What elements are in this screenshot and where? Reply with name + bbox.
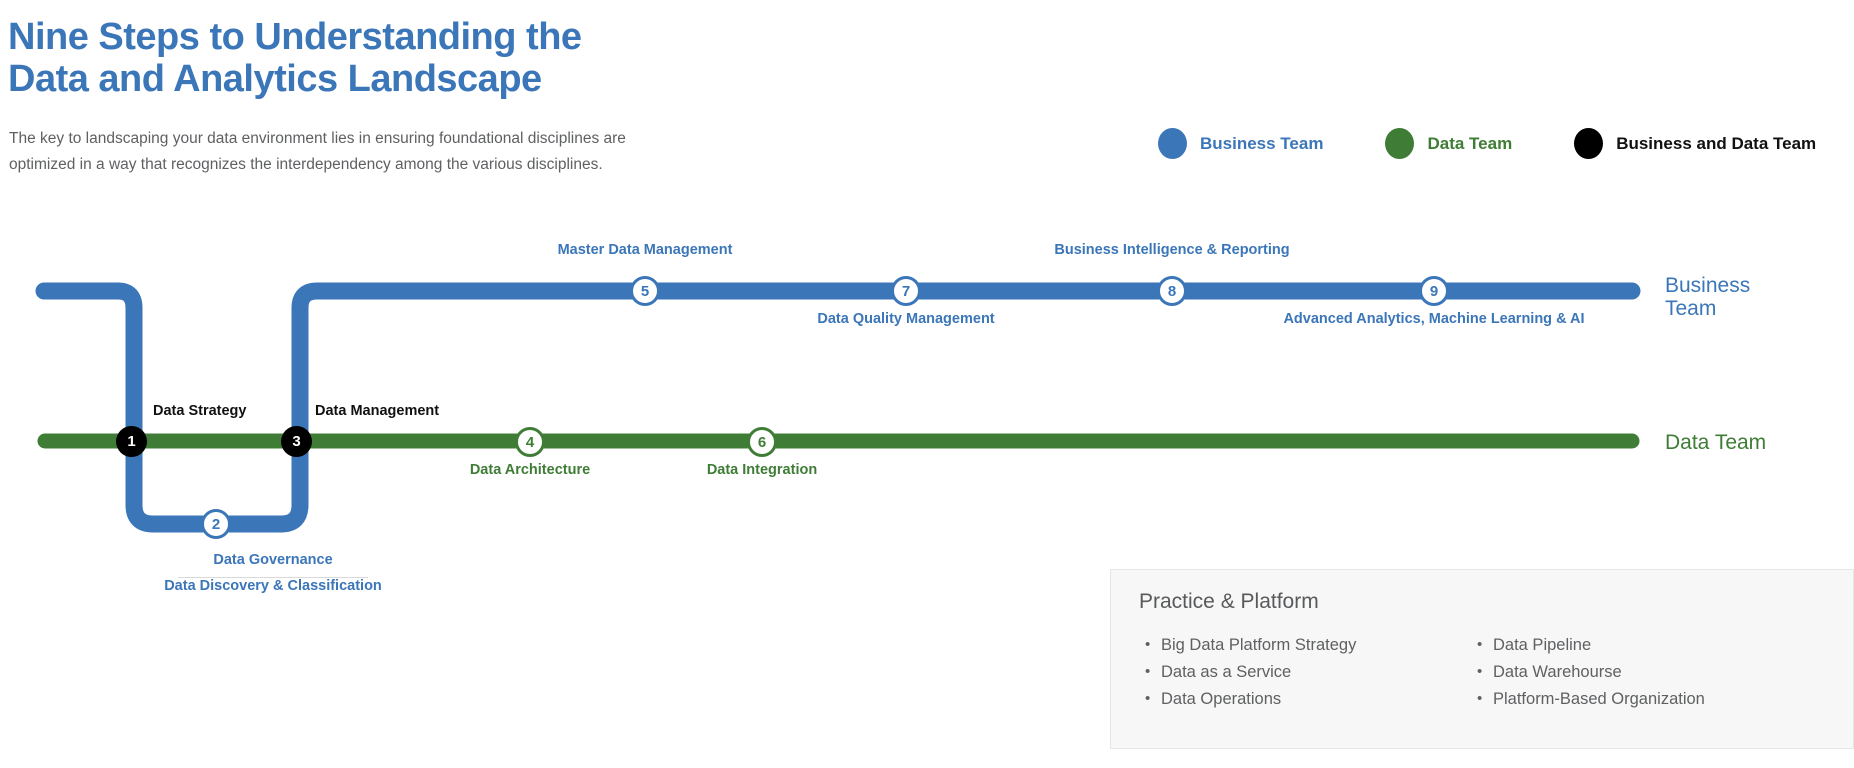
legend-label-business-and-data-team: Business and Data Team	[1616, 133, 1817, 153]
step-node-3[interactable]: 3	[281, 426, 312, 457]
step-node-9[interactable]: 9	[1419, 276, 1449, 306]
step-node-7[interactable]: 7	[891, 276, 921, 306]
panel-column-left: Big Data Platform Strategy Data as a Ser…	[1139, 631, 1471, 713]
step-label-5: Master Data Management	[557, 242, 733, 258]
step-label-3: Data Management	[315, 403, 440, 419]
panel-columns: Big Data Platform Strategy Data as a Ser…	[1139, 631, 1803, 713]
legend-dot-green-icon	[1385, 128, 1415, 159]
page-title: Nine Steps to Understanding the Data and…	[8, 16, 582, 100]
list-item: Data as a Service	[1145, 658, 1471, 686]
legend-item-business-and-data-team: Business and Data Team	[1574, 128, 1816, 159]
legend-label-business-team: Business Team	[1200, 133, 1324, 153]
practice-and-platform-panel: Practice & Platform Big Data Platform St…	[1110, 569, 1854, 749]
step-label-8: Business Intelligence & Reporting	[1054, 242, 1290, 258]
legend-item-data-team: Data Team	[1385, 128, 1512, 159]
legend-label-data-team: Data Team	[1427, 133, 1513, 153]
step-node-4[interactable]: 4	[515, 427, 545, 457]
page-subtitle: The key to landscaping your data environ…	[9, 130, 626, 173]
track-label-business-team: Business Team	[1665, 274, 1751, 320]
legend: Business Team Data Team Business and Dat…	[1158, 128, 1816, 159]
step-node-6[interactable]: 6	[747, 427, 777, 457]
step-node-5[interactable]: 5	[630, 276, 660, 306]
step-node-8[interactable]: 8	[1157, 276, 1187, 306]
list-item: Platform-Based Organization	[1477, 685, 1803, 713]
step-label-2: Data Governance	[213, 552, 333, 568]
list-item: Data Pipeline	[1477, 631, 1803, 659]
step-label-9: Advanced Analytics, Machine Learning & A…	[1283, 311, 1585, 327]
step-label-1: Data Strategy	[153, 403, 247, 419]
list-item: Data Warehourse	[1477, 658, 1803, 686]
list-item: Data Operations	[1145, 685, 1471, 713]
track-label-data-team: Data Team	[1665, 431, 1767, 454]
step-label-6: Data Integration	[706, 462, 818, 478]
legend-dot-black-icon	[1574, 128, 1604, 159]
step-label-7: Data Quality Management	[817, 311, 995, 327]
legend-item-business-team: Business Team	[1158, 128, 1323, 159]
step-label-2-divider	[178, 577, 368, 578]
step-node-2[interactable]: 2	[201, 509, 231, 539]
step-label-4: Data Architecture	[469, 462, 591, 478]
list-item: Big Data Platform Strategy	[1145, 631, 1471, 659]
panel-column-right: Data Pipeline Data Warehourse Platform-B…	[1471, 631, 1803, 713]
legend-dot-blue-icon	[1158, 128, 1187, 159]
step-node-1[interactable]: 1	[116, 426, 147, 457]
step-sublabel-2: Data Discovery & Classification	[164, 578, 382, 594]
panel-title: Practice & Platform	[1139, 590, 1319, 613]
